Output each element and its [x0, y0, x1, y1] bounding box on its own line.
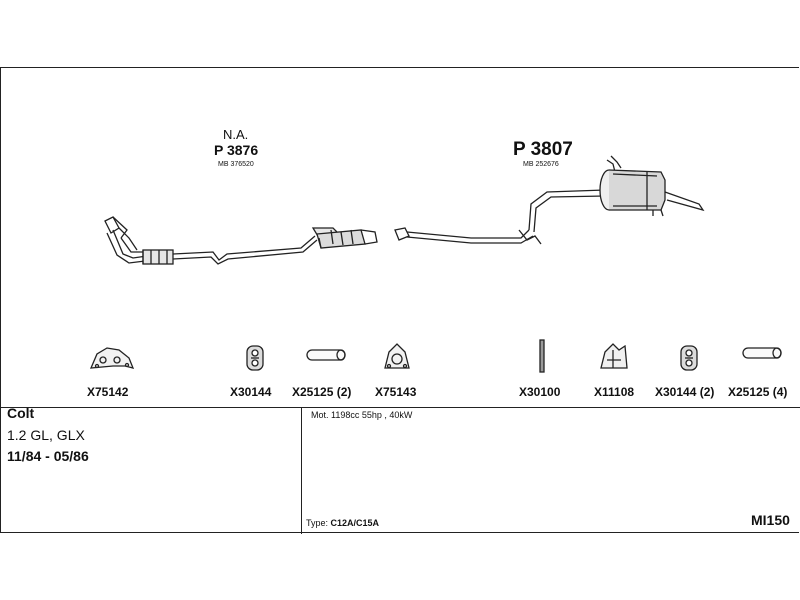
sleeve-icon — [742, 347, 782, 359]
part-code: X30144 — [230, 385, 272, 399]
engine-type-label: Type: — [306, 518, 329, 528]
part-code: X25125 (4) — [728, 385, 788, 399]
parts-sheet: N.A. P 3876 MB 376520 P 3807 MB 252676 X… — [0, 67, 800, 534]
engine-type: Type: C12A/C15A — [306, 518, 379, 528]
gasket-icon — [89, 347, 135, 369]
assembly-mb-number: MB 252676 — [523, 161, 559, 168]
assembly-mb-number: MB 376520 — [218, 161, 254, 168]
part-code: X75142 — [87, 385, 129, 399]
assembly-code: P 3807 — [513, 139, 573, 160]
vehicle-variant: 1.2 GL, GLX — [7, 427, 85, 443]
rubber-hanger-icon — [680, 345, 698, 371]
exhaust-diagram — [89, 155, 782, 373]
info-column-divider — [301, 407, 302, 534]
part-code: X11108 — [594, 385, 635, 399]
engine-spec: Mot. 1198cc 55hp , 40kW — [311, 410, 413, 420]
gasket-icon — [384, 343, 410, 369]
part-code: X75143 — [375, 385, 417, 399]
bracket-icon — [600, 343, 628, 369]
parts-icon-row — [89, 339, 782, 373]
assembly-code: P 3876 — [214, 142, 259, 158]
part-code: X30144 (2) — [655, 385, 715, 399]
sleeve-icon — [306, 349, 346, 361]
rod-icon — [539, 339, 545, 373]
rear-pipe-drawing — [394, 155, 705, 245]
vehicle-years: 11/84 - 05/86 — [7, 448, 89, 464]
rubber-hanger-icon — [246, 345, 264, 371]
reference-code: MI150 — [751, 512, 790, 528]
assembly-note: N.A. — [223, 127, 249, 142]
engine-type-value: C12A/C15A — [330, 518, 380, 528]
part-code: X30100 — [519, 385, 561, 399]
part-code: X25125 (2) — [292, 385, 352, 399]
info-divider — [1, 407, 800, 408]
front-pipe-drawing — [104, 216, 378, 265]
vehicle-model: Colt — [7, 405, 35, 421]
